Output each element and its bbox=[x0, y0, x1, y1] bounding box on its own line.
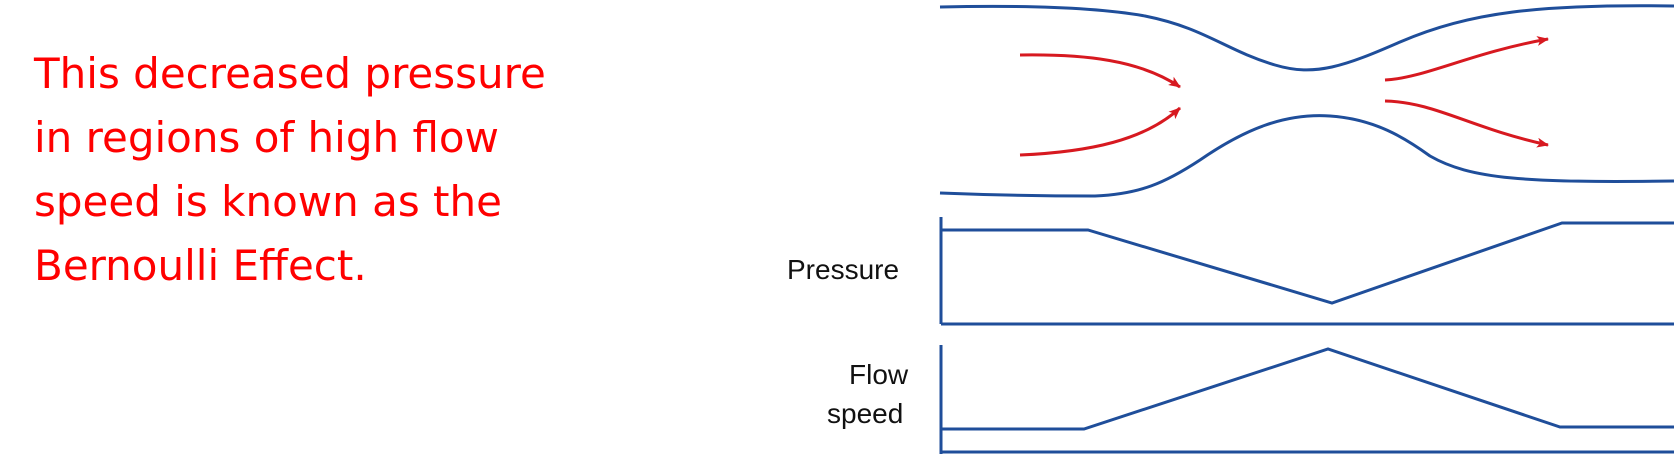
pressure-curve bbox=[941, 221, 1674, 305]
pipe-lower-wall bbox=[939, 114, 1674, 198]
pipe-upper-wall bbox=[939, 4, 1674, 72]
pressure-label: Pressure bbox=[787, 254, 899, 285]
bernoulli-explanation-text: This decreased pressure in regions of hi… bbox=[34, 42, 654, 298]
flow-arrow-inlet-bottom bbox=[1019, 106, 1182, 157]
flow-speed-label-line-2: speed bbox=[827, 398, 903, 429]
flow-speed-curve bbox=[941, 347, 1674, 431]
text-line-4: Bernoulli Effect. bbox=[34, 241, 367, 290]
flow-speed-label-line-1: Flow bbox=[849, 359, 909, 390]
text-line-1: This decreased pressure bbox=[34, 49, 546, 98]
flow-arrow-outlet-bottom bbox=[1384, 99, 1549, 148]
flow-arrow-inlet-top bbox=[1019, 53, 1181, 89]
text-line-2: in regions of high flow bbox=[34, 113, 499, 162]
text-line-3: speed is known as the bbox=[34, 177, 502, 226]
flow-arrow-outlet-top bbox=[1384, 36, 1549, 82]
